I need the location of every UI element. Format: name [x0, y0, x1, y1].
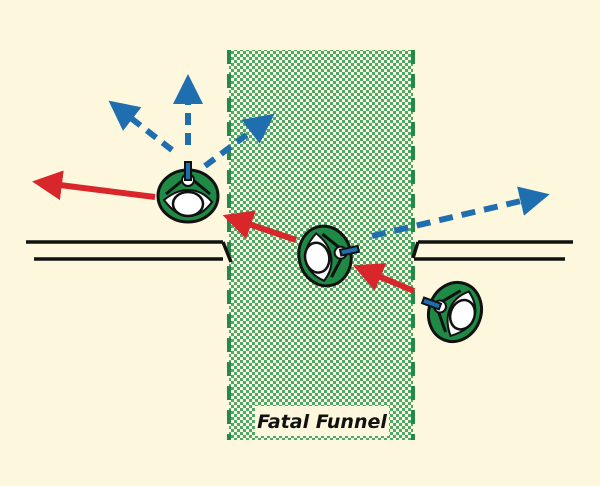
sight-arrow-up-left [108, 100, 174, 153]
movement-arrow-right-officer [352, 263, 416, 294]
sight-arrow-through-door [371, 186, 550, 239]
funnel-label: Fatal Funnel [257, 411, 387, 433]
movement-arrow-left-officer [32, 170, 156, 201]
funnel-label-backing [255, 406, 389, 436]
movement-arrow-middle-officer [222, 210, 297, 243]
wall-left [26, 240, 233, 263]
sight-arrow-up-right [203, 113, 275, 169]
wall-right [411, 240, 573, 261]
